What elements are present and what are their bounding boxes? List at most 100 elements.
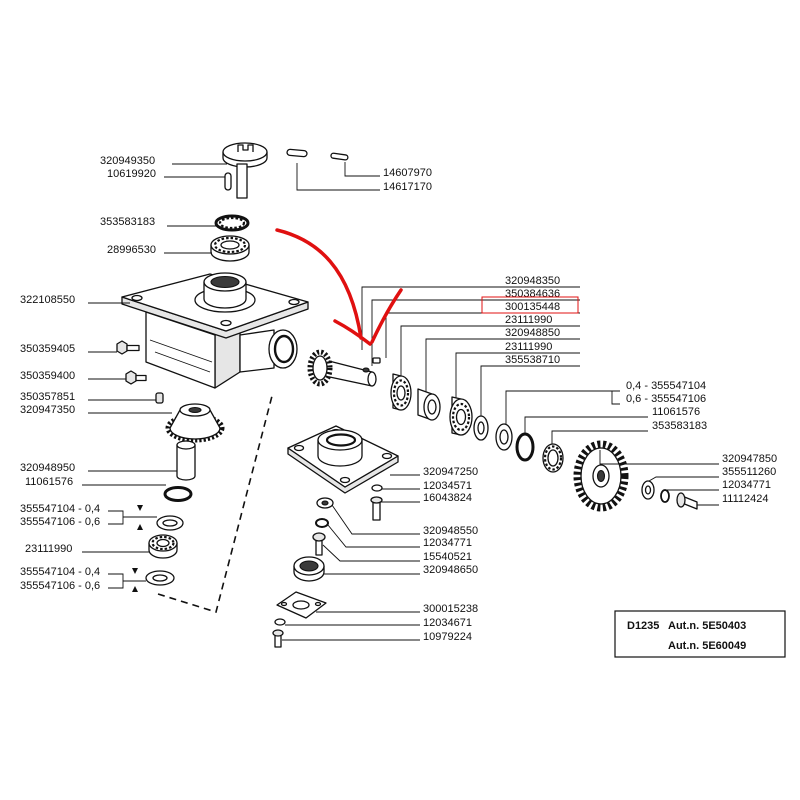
gear-cone — [169, 409, 221, 440]
callout-bearing: 23111990 — [25, 543, 72, 555]
part-bolt-350359405 — [116, 340, 140, 355]
bolt-head — [116, 340, 128, 355]
callout-plate: 300015238 — [423, 603, 478, 615]
bolt-head — [272, 629, 284, 637]
callout-bevel-gear: 320947350 — [20, 404, 75, 416]
leader-line — [361, 286, 580, 350]
callout-circlip: 11061576 — [25, 476, 73, 488]
part-washer-320948550 — [316, 497, 334, 509]
part-bolt-350359400 — [125, 370, 147, 385]
shim-hole — [499, 429, 509, 445]
cover-hole — [293, 444, 305, 452]
bearing-inner — [455, 408, 467, 426]
part-cover-plate — [287, 425, 399, 494]
flange-hole — [288, 298, 300, 306]
leader-line — [455, 352, 580, 398]
callout-washer: 12034671 — [423, 617, 472, 629]
callout-spacer: 320948950 — [20, 462, 75, 474]
callout-bolt: 10979224 — [423, 631, 472, 643]
callout-shim: 355547104 - 0,4 — [20, 566, 100, 578]
part-pin-short — [330, 152, 349, 161]
callout-bolt: 15540521 — [423, 551, 472, 563]
callout-washer: 320948550 — [423, 525, 478, 537]
part-lock-washer-12034771 — [315, 518, 329, 528]
spacer-top — [176, 440, 196, 450]
flange-hole — [220, 319, 232, 327]
gear-bore — [596, 469, 606, 483]
part-bolt-10979224 — [272, 629, 284, 648]
part-grease-nipple — [155, 392, 164, 404]
shaft-body — [236, 163, 248, 199]
leader-line — [371, 299, 580, 366]
part-ring-353583183 — [542, 443, 564, 473]
leader-line — [648, 476, 719, 482]
spacer-body — [176, 444, 196, 481]
leader-line — [331, 504, 420, 535]
red-annotation — [275, 228, 579, 346]
shaft-fork — [237, 144, 254, 152]
callout-bearing: 23111990 — [505, 314, 552, 326]
bolt-head — [676, 492, 686, 508]
callout-washer: 12034571 — [423, 480, 472, 492]
part-lock-washer-right — [660, 489, 670, 503]
leader-line — [425, 338, 580, 392]
cover-bore — [325, 433, 357, 447]
title-block-serial-2: Aut.n. 5E60049 — [668, 640, 746, 652]
callout-key: 10619920 — [107, 168, 156, 180]
bearing-balls — [392, 379, 410, 407]
part-shim-upper — [156, 515, 184, 531]
callout-bolt: 350359405 — [20, 343, 75, 355]
part-bolt-11112424 — [676, 492, 698, 510]
callout-grease-nipple: 350357851 — [20, 391, 75, 403]
flange-hole — [131, 294, 143, 302]
part-shim-lower — [145, 570, 175, 586]
part-gearbox-housing — [121, 272, 309, 389]
callout-pin-short: 14607970 — [383, 167, 432, 179]
callouts-right-upper: 320948350 350384636 300135448 23111990 3… — [505, 275, 707, 432]
callouts-right-lower: 320947850 355511260 12034771 11112424 — [722, 453, 777, 505]
thickness-arrow-icon — [137, 524, 143, 530]
callout-bolt: 16043824 — [423, 492, 472, 504]
red-arrowhead-right — [370, 288, 403, 344]
spacer-bore — [427, 399, 437, 415]
washer-hole — [321, 500, 329, 506]
title-block-model: D1235 — [627, 620, 659, 632]
seal-bore — [299, 560, 319, 572]
bolt-shank — [126, 344, 140, 352]
leader-lines — [82, 162, 719, 641]
leader-line — [480, 365, 580, 416]
callouts-center: 320947250 12034571 16043824 320948550 12… — [423, 466, 478, 643]
callout-bolt: 11112424 — [722, 493, 769, 505]
callout-lock-washer: 12034771 — [722, 479, 771, 491]
part-bolt-16043824 — [370, 496, 383, 521]
side-boss-neck — [239, 329, 275, 373]
pinion-face — [312, 355, 328, 381]
part-bevel-gear — [165, 403, 225, 443]
cover-hole — [381, 452, 393, 460]
bearing-inner — [220, 240, 240, 250]
callout-shim: 0,4 - 355547104 — [626, 380, 706, 392]
callout-shim: 355547104 - 0,4 — [20, 503, 100, 515]
part-input-shaft — [222, 142, 268, 199]
leader-bracket — [611, 391, 620, 405]
part-key-300135448 — [372, 357, 381, 364]
part-washer-355538710 — [473, 415, 489, 441]
ring-teeth — [543, 445, 563, 471]
callout-bolt: 350359400 — [20, 370, 75, 382]
part-key — [224, 172, 232, 191]
part-pin-350384636 — [362, 367, 370, 373]
callout-highlighted-key: 300135448 — [505, 301, 560, 313]
washer-hole — [477, 421, 485, 435]
leader-line — [322, 544, 420, 562]
part-snap-ring-top — [214, 214, 250, 232]
part-output-gear — [573, 440, 629, 512]
shim-hole — [152, 574, 168, 582]
leader-line — [400, 325, 580, 376]
leader-bracket — [108, 510, 157, 525]
thickness-arrow-icon — [137, 505, 143, 511]
bolt-shank — [135, 374, 147, 382]
callout-shim: 0,6 - 355547106 — [626, 393, 706, 405]
leader-line — [551, 430, 648, 444]
ring-teeth — [218, 216, 246, 230]
ring-outline — [214, 214, 250, 232]
